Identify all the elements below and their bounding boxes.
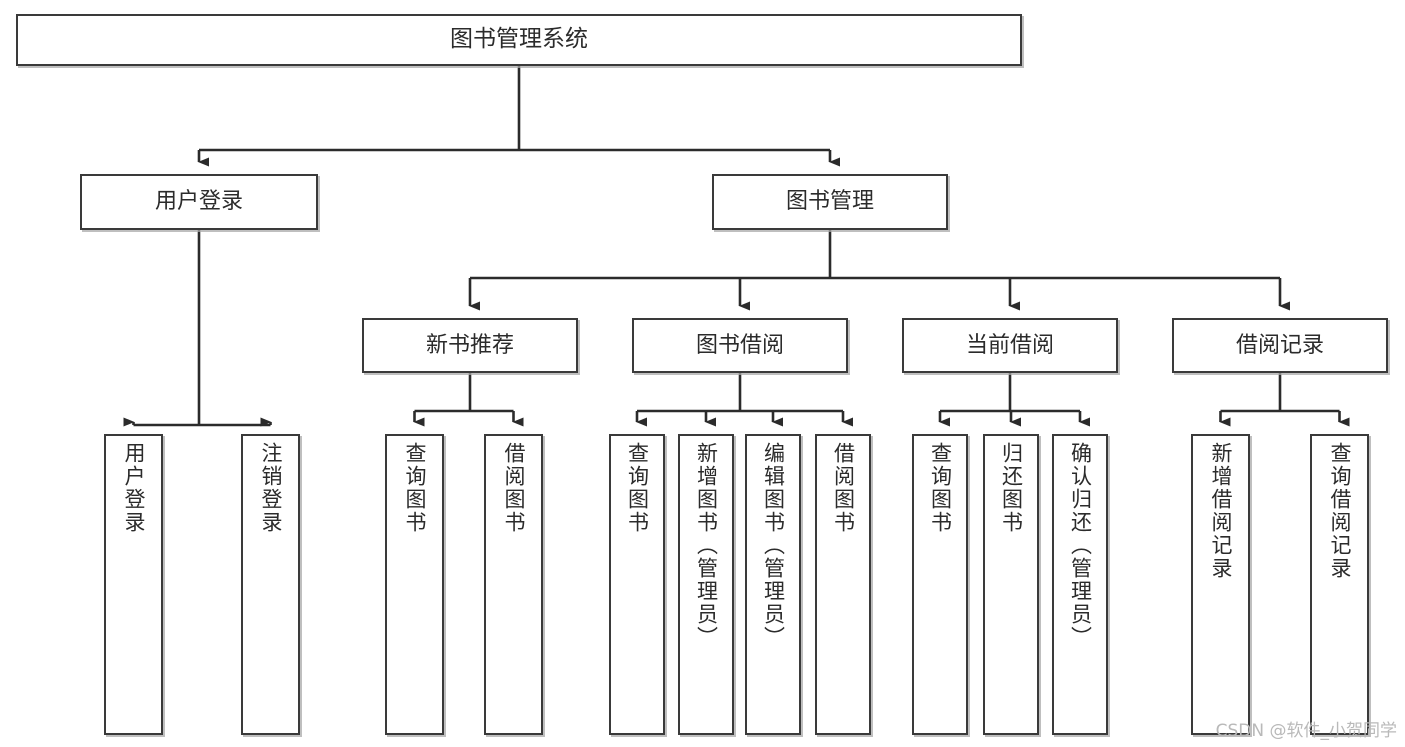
node-l-bor-4[interactable]: 借阅图书 xyxy=(815,434,871,735)
node-label: 查询图书 xyxy=(928,442,953,534)
node-root[interactable]: 图书管理系统 xyxy=(16,14,1022,66)
node-bookmgmt[interactable]: 图书管理 xyxy=(712,174,948,230)
node-label: 查询图书 xyxy=(403,442,427,534)
node-label: 查询图书 xyxy=(625,442,650,534)
node-label: 借阅图书 xyxy=(831,442,856,534)
node-label: 当前借阅 xyxy=(965,332,1054,358)
node-l-bor-3[interactable]: 编辑图书（管理员） xyxy=(745,434,801,735)
node-l-rec-2[interactable]: 查询借阅记录 xyxy=(1310,434,1369,735)
node-borrow[interactable]: 图书借阅 xyxy=(632,318,848,373)
node-l-new-1[interactable]: 查询图书 xyxy=(385,434,444,735)
node-l-cur-2[interactable]: 归还图书 xyxy=(983,434,1039,735)
node-label: 注销登录 xyxy=(259,442,283,534)
node-label: 归还图书 xyxy=(999,442,1024,534)
node-label: 图书管理系统 xyxy=(450,26,588,53)
node-newbook[interactable]: 新书推荐 xyxy=(362,318,578,373)
node-label: 编辑图书（管理员） xyxy=(761,442,786,649)
node-l-bor-1[interactable]: 查询图书 xyxy=(609,434,665,735)
node-l-cur-3[interactable]: 确认归还（管理员） xyxy=(1052,434,1108,735)
node-label: 图书管理 xyxy=(785,189,874,215)
node-label: 用户登录 xyxy=(154,189,243,215)
node-label: 确认归还（管理员） xyxy=(1068,442,1093,649)
node-l-new-2[interactable]: 借阅图书 xyxy=(484,434,543,735)
node-l-cur-1[interactable]: 查询图书 xyxy=(912,434,968,735)
node-login[interactable]: 用户登录 xyxy=(80,174,318,230)
node-label: 新增借阅记录 xyxy=(1209,442,1233,580)
node-l-login-2[interactable]: 注销登录 xyxy=(241,434,300,735)
node-label: 图书借阅 xyxy=(695,332,784,358)
node-l-login-1[interactable]: 用户登录 xyxy=(104,434,163,735)
node-label: 借阅图书 xyxy=(502,442,526,534)
node-label: 新增图书（管理员） xyxy=(694,442,719,649)
node-label: 查询借阅记录 xyxy=(1328,442,1352,580)
node-label: 新书推荐 xyxy=(425,332,514,358)
node-label: 借阅记录 xyxy=(1235,332,1324,358)
node-l-rec-1[interactable]: 新增借阅记录 xyxy=(1191,434,1250,735)
node-l-bor-2[interactable]: 新增图书（管理员） xyxy=(678,434,734,735)
node-current[interactable]: 当前借阅 xyxy=(902,318,1118,373)
node-records[interactable]: 借阅记录 xyxy=(1172,318,1388,373)
node-label: 用户登录 xyxy=(122,442,146,534)
watermark-text: CSDN @软件_小贺同学 xyxy=(1215,721,1397,741)
